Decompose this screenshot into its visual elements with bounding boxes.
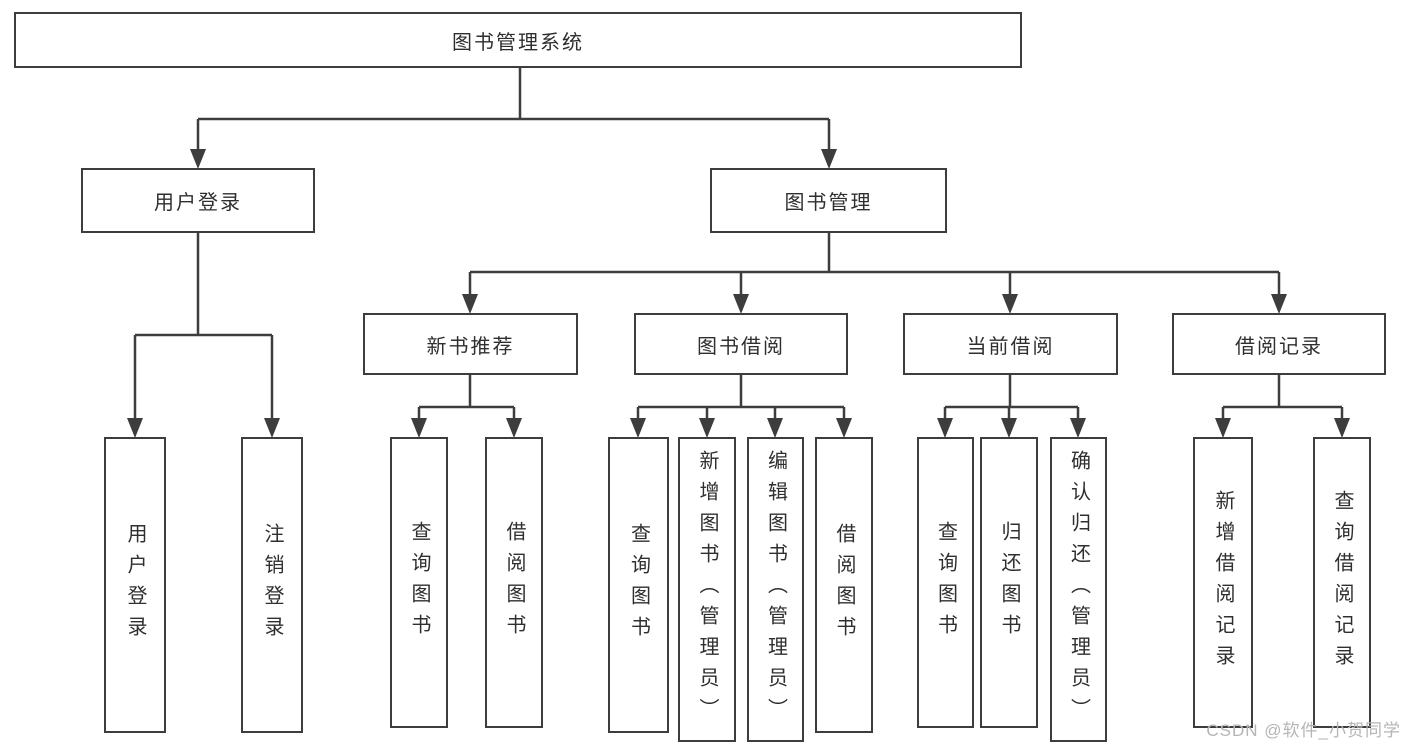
leaf-return-books: 归还图书: [980, 437, 1038, 728]
node-user-login: 用户登录: [81, 168, 315, 233]
leaf-edit-books-admin-label: 编辑图书（管理员）: [764, 450, 787, 729]
node-root: 图书管理系统: [14, 12, 1022, 68]
node-user-login-label: 用户登录: [154, 192, 242, 214]
arrowhead-icon: [699, 418, 715, 438]
node-new-book-recommend: 新书推荐: [363, 313, 578, 375]
arrowhead-icon: [462, 294, 478, 314]
leaf-recommend-borrow-books: 借阅图书: [485, 437, 543, 728]
arrowhead-icon: [1334, 418, 1350, 438]
node-current-borrow-label: 当前借阅: [966, 335, 1055, 358]
node-new-book-recommend-label: 新书推荐: [426, 335, 515, 358]
arrowhead-icon: [190, 149, 206, 169]
node-book-manage-label: 图书管理: [784, 192, 873, 214]
arrowhead-icon: [937, 418, 953, 438]
leaf-current-query-books-label: 查询图书: [934, 520, 957, 645]
node-book-manage: 图书管理: [710, 168, 947, 233]
leaf-logout-label: 注销登录: [261, 523, 283, 647]
leaf-query-borrow-record: 查询借阅记录: [1313, 437, 1371, 728]
leaf-borrow-borrow-books: 借阅图书: [815, 437, 873, 733]
leaf-add-borrow-record-label: 新增借阅记录: [1212, 489, 1234, 676]
leaf-user-login: 用户登录: [104, 437, 166, 733]
node-book-borrow: 图书借阅: [634, 313, 848, 375]
leaf-confirm-return-admin: 确认归还（管理员）: [1050, 437, 1107, 742]
leaf-add-books-admin-label: 新增图书（管理员）: [696, 450, 718, 729]
arrowhead-icon: [506, 418, 522, 438]
arrowhead-icon: [1271, 294, 1287, 314]
node-borrow-records: 借阅记录: [1172, 313, 1386, 375]
arrowhead-icon: [411, 418, 427, 438]
node-book-borrow-label: 图书借阅: [697, 335, 785, 358]
arrowhead-icon: [1001, 418, 1017, 438]
leaf-user-login-label: 用户登录: [124, 523, 146, 647]
leaf-edit-books-admin: 编辑图书（管理员）: [747, 437, 804, 742]
leaf-confirm-return-admin-label: 确认归还（管理员）: [1067, 450, 1090, 729]
arrowhead-icon: [264, 418, 280, 438]
connector-records-to-children: [1221, 375, 1344, 420]
arrowhead-icon: [821, 149, 837, 169]
arrowhead-icon: [767, 418, 783, 438]
node-root-label: 图书管理系统: [452, 31, 584, 54]
connector-current-to-children: [943, 375, 1080, 420]
node-borrow-records-label: 借阅记录: [1235, 335, 1323, 358]
connector-manage-to-level3: [468, 233, 1281, 296]
leaf-add-borrow-record: 新增借阅记录: [1193, 437, 1253, 728]
arrowhead-icon: [836, 418, 852, 438]
leaf-borrow-query-books: 查询图书: [608, 437, 669, 733]
arrowhead-icon: [733, 294, 749, 314]
leaf-logout: 注销登录: [241, 437, 303, 733]
arrowhead-icon: [127, 418, 143, 438]
arrowhead-icon: [1215, 418, 1231, 438]
connector-borrow-to-children: [636, 375, 846, 420]
arrowhead-icon: [1070, 418, 1086, 438]
leaf-recommend-query-books-label: 查询图书: [408, 520, 430, 645]
node-current-borrow: 当前借阅: [903, 313, 1118, 375]
connector-login-to-children: [133, 233, 274, 420]
arrowhead-icon: [630, 418, 646, 438]
leaf-return-books-label: 归还图书: [998, 520, 1020, 645]
connector-recommend-to-children: [417, 375, 516, 420]
leaf-current-query-books: 查询图书: [917, 437, 974, 728]
connector-root-to-level2: [196, 68, 831, 151]
leaf-recommend-query-books: 查询图书: [390, 437, 448, 728]
arrowhead-icon: [1002, 294, 1018, 314]
leaf-borrow-query-books-label: 查询图书: [627, 523, 650, 647]
leaf-borrow-borrow-books-label: 借阅图书: [833, 523, 855, 647]
leaf-query-borrow-record-label: 查询借阅记录: [1331, 489, 1353, 676]
leaf-recommend-borrow-books-label: 借阅图书: [503, 520, 525, 645]
watermark: CSDN @软件_小贺同学: [1206, 721, 1401, 740]
leaf-add-books-admin: 新增图书（管理员）: [678, 437, 736, 742]
